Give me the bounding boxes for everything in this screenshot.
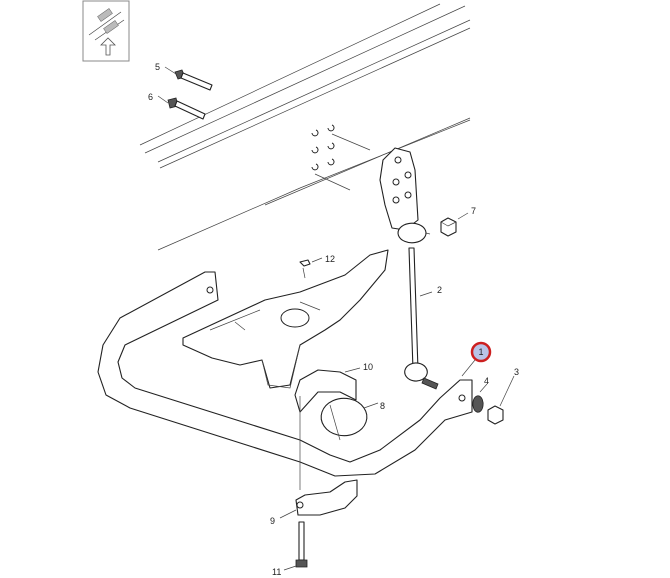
stabilizer-bar-part-1 — [97, 271, 473, 477]
callout-label-6: 6 — [148, 92, 153, 102]
callout-label-11: 11 — [272, 567, 281, 577]
stabilizer-link-part-2 — [404, 247, 439, 390]
callout-label-1: 1 — [478, 347, 483, 357]
nut-part-3 — [487, 375, 515, 425]
nut-part-7 — [440, 212, 469, 237]
clamp-part-9 — [279, 396, 358, 519]
bolt-part-12 — [299, 257, 323, 279]
callout-leader-1 — [461, 359, 476, 377]
callout-label-8: 8 — [380, 401, 385, 411]
mounting-holes — [311, 124, 371, 191]
callout-label-10: 10 — [363, 362, 373, 372]
callout-label-2: 2 — [437, 285, 442, 295]
bushing-part-4 — [472, 383, 488, 413]
callout-label-4: 4 — [484, 376, 489, 386]
callout-label-3: 3 — [514, 367, 519, 377]
callout-label-9: 9 — [270, 516, 275, 526]
axle-bracket — [182, 249, 389, 389]
bolt-part-6 — [157, 95, 206, 120]
callout-label-12: 12 — [325, 254, 335, 264]
clamp-part-10 — [294, 367, 361, 413]
orientation-arrow-icon — [82, 0, 130, 62]
link-bracket — [379, 147, 431, 244]
bolt-part-11 — [283, 521, 308, 571]
bolt-part-5 — [164, 66, 213, 91]
callout-label-7: 7 — [471, 206, 476, 216]
bushing-part-8 — [320, 397, 379, 441]
callout-1-highlight[interactable]: 1 — [470, 341, 492, 363]
frame-rails — [139, 3, 471, 251]
callout-label-5: 5 — [155, 62, 160, 72]
